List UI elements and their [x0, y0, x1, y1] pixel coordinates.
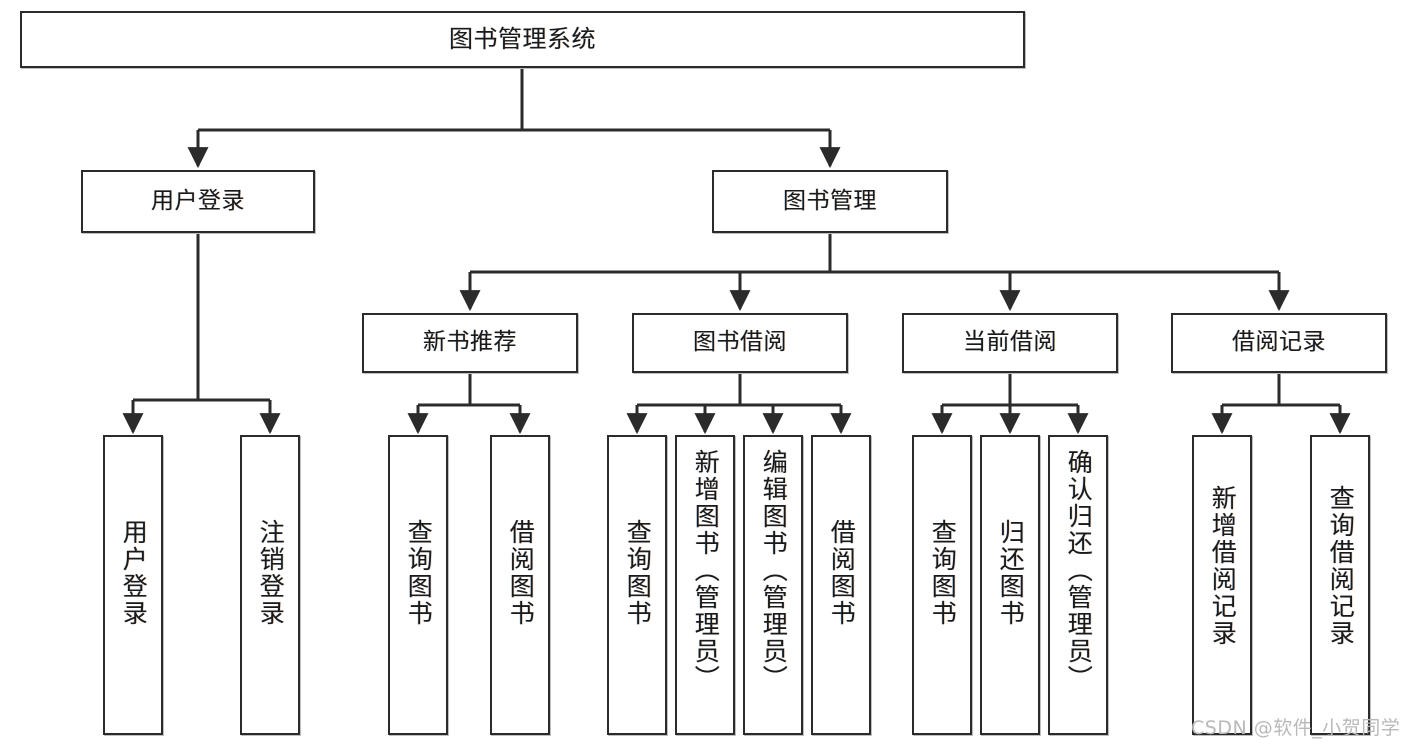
leaf-logout-login[interactable]: 注销登录: [240, 435, 300, 735]
node-new-book-recommend[interactable]: 新书推荐: [362, 313, 578, 373]
leaf-return-book[interactable]: 归还图书: [980, 435, 1040, 735]
leaf-query-book-current[interactable]: 查询图书: [912, 435, 972, 735]
leaf-confirm-return-admin[interactable]: 确认归还（管理员）: [1048, 435, 1108, 735]
node-current-borrow[interactable]: 当前借阅: [902, 313, 1118, 373]
node-book-borrow[interactable]: 图书借阅: [632, 313, 848, 373]
node-label: 新书推荐: [423, 329, 517, 356]
leaf-user-login[interactable]: 用户登录: [103, 435, 163, 735]
leaf-add-book-admin[interactable]: 新增图书（管理员）: [675, 435, 735, 735]
node-label: 图书管理系统: [449, 25, 596, 54]
node-label: 新增借阅记录: [1208, 485, 1238, 647]
node-label: 借阅图书: [827, 519, 857, 627]
node-label: 查询图书: [928, 519, 958, 627]
node-label: 归还图书: [996, 519, 1026, 627]
node-label: 查询图书: [404, 519, 434, 627]
leaf-add-borrow-record[interactable]: 新增借阅记录: [1192, 435, 1252, 735]
node-label: 查询借阅记录: [1326, 485, 1356, 647]
node-label: 当前借阅: [963, 329, 1057, 356]
leaf-query-book-recommend[interactable]: 查询图书: [388, 435, 448, 735]
node-label: 用户登录: [119, 519, 149, 627]
leaf-query-book-borrow[interactable]: 查询图书: [607, 435, 667, 735]
node-label: 用户登录: [151, 187, 245, 214]
node-label: 图书借阅: [693, 329, 787, 356]
node-label: 新增图书（管理员）: [691, 449, 721, 692]
leaf-edit-book-admin[interactable]: 编辑图书（管理员）: [743, 435, 803, 735]
node-root-system[interactable]: 图书管理系统: [20, 11, 1025, 68]
node-user-login[interactable]: 用户登录: [81, 170, 315, 233]
node-label: 注销登录: [256, 519, 286, 627]
node-label: 借阅图书: [506, 519, 536, 627]
leaf-borrow-book[interactable]: 借阅图书: [811, 435, 871, 735]
node-label: 图书管理: [783, 187, 877, 214]
leaf-query-borrow-record[interactable]: 查询借阅记录: [1310, 435, 1370, 735]
node-book-manage[interactable]: 图书管理: [712, 170, 948, 233]
node-label: 借阅记录: [1232, 329, 1326, 356]
leaf-borrow-book-recommend[interactable]: 借阅图书: [490, 435, 550, 735]
node-label: 编辑图书（管理员）: [759, 449, 789, 692]
node-label: 查询图书: [623, 519, 653, 627]
node-label: 确认归还（管理员）: [1064, 449, 1094, 692]
node-borrow-record[interactable]: 借阅记录: [1171, 313, 1387, 373]
